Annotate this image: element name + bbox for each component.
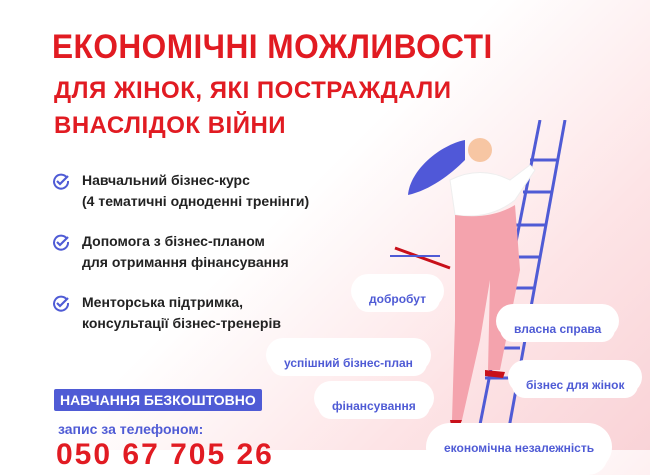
check-circle-icon (53, 234, 70, 251)
cloud-label: успішний бізнес-план (270, 350, 427, 376)
woman-on-ladder-illustration (390, 120, 567, 450)
feature-line: Допомога з бізнес-планом (82, 233, 265, 249)
cloud-label: бізнес для жінок (512, 372, 639, 398)
feature-item: Допомога з бізнес-планом для отримання фі… (52, 231, 289, 273)
headline: ЕКОНОМІЧНІ МОЖЛИВОСТІ (52, 28, 493, 66)
free-training-badge: НАВЧАННЯ БЕЗКОШТОВНО (54, 389, 262, 411)
registration-label: запис за телефоном: (58, 421, 204, 437)
subheadline-1: ДЛЯ ЖІНОК, ЯКІ ПОСТРАЖДАЛИ (54, 77, 452, 104)
subheadline-2: ВНАСЛІДОК ВІЙНИ (54, 112, 287, 139)
cloud-label: власна справа (500, 316, 616, 342)
cloud-label: економічна незалежність (430, 435, 609, 475)
cloud-label: фінансування (318, 393, 430, 419)
feature-line: Менторська підтримка, (82, 294, 244, 310)
feature-line: Навчальний бізнес-курс (82, 172, 250, 188)
feature-line: для отримання фінансування (82, 254, 289, 270)
phone-number[interactable]: 050 67 705 26 (56, 438, 274, 471)
check-circle-icon (53, 173, 70, 190)
feature-item: Менторська підтримка, консультації бізнес… (52, 292, 281, 334)
feature-line: консультації бізнес-тренерів (82, 315, 281, 331)
feature-item: Навчальний бізнес-курс (4 тематичні однод… (52, 170, 309, 212)
check-circle-icon (53, 295, 70, 312)
feature-line: (4 тематичні одноденні тренінги) (82, 193, 310, 209)
cloud-label: добробут (355, 286, 440, 312)
